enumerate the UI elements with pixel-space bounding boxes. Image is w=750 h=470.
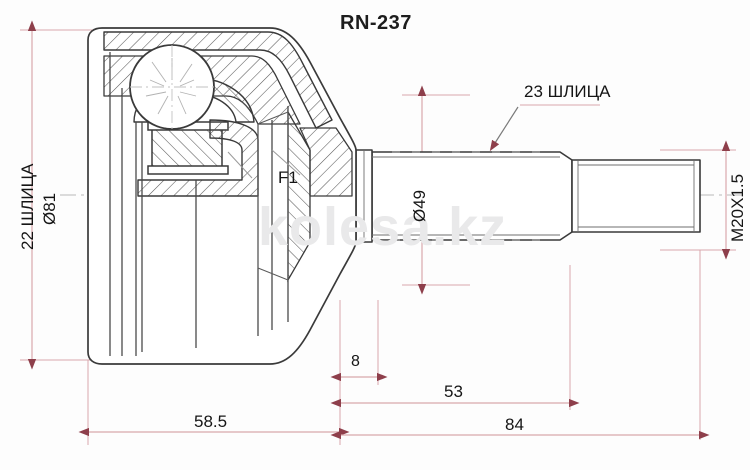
spline-leader-line (489, 106, 519, 152)
label-shaft-diameter: Ø49 (410, 189, 429, 222)
label-thread-spec: M20X1.5 (728, 173, 747, 242)
threaded-end (571, 159, 701, 233)
f1-marker-leader (227, 149, 301, 179)
dim-value-84: 84 (505, 415, 524, 434)
site-watermark: kolesa.kz (258, 197, 508, 257)
joint-section-hatching-lower (257, 109, 311, 283)
shaft-detail-lines (363, 150, 695, 242)
label-feature-f1: F1 (278, 168, 298, 187)
dim-value-8: 8 (351, 353, 360, 370)
dim-value-53: 53 (444, 382, 463, 401)
label-outer-spline-count: 23 ШЛИЦА (524, 82, 611, 101)
ball-bearing-circle (129, 44, 215, 130)
label-inner-spline-count: 22 ШЛИЦА (18, 163, 37, 250)
label-inner-diameter: Ø81 (40, 192, 59, 225)
spline-teeth-marks (392, 151, 540, 241)
page-title: RN-237 (340, 12, 412, 34)
dim-value-58-5: 58.5 (194, 412, 228, 431)
